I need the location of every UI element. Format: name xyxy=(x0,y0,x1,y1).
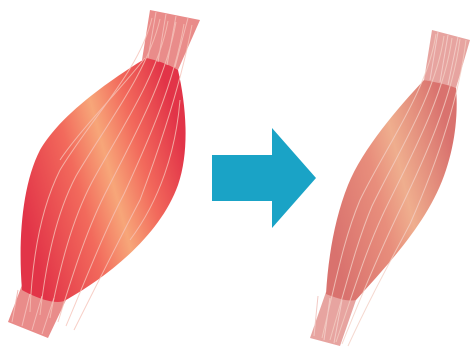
large-muscle-belly xyxy=(21,58,186,302)
small-muscle-belly xyxy=(326,80,457,301)
large-muscle-icon xyxy=(8,10,200,338)
small-muscle-icon xyxy=(310,30,470,346)
right-arrow-icon xyxy=(212,128,316,228)
